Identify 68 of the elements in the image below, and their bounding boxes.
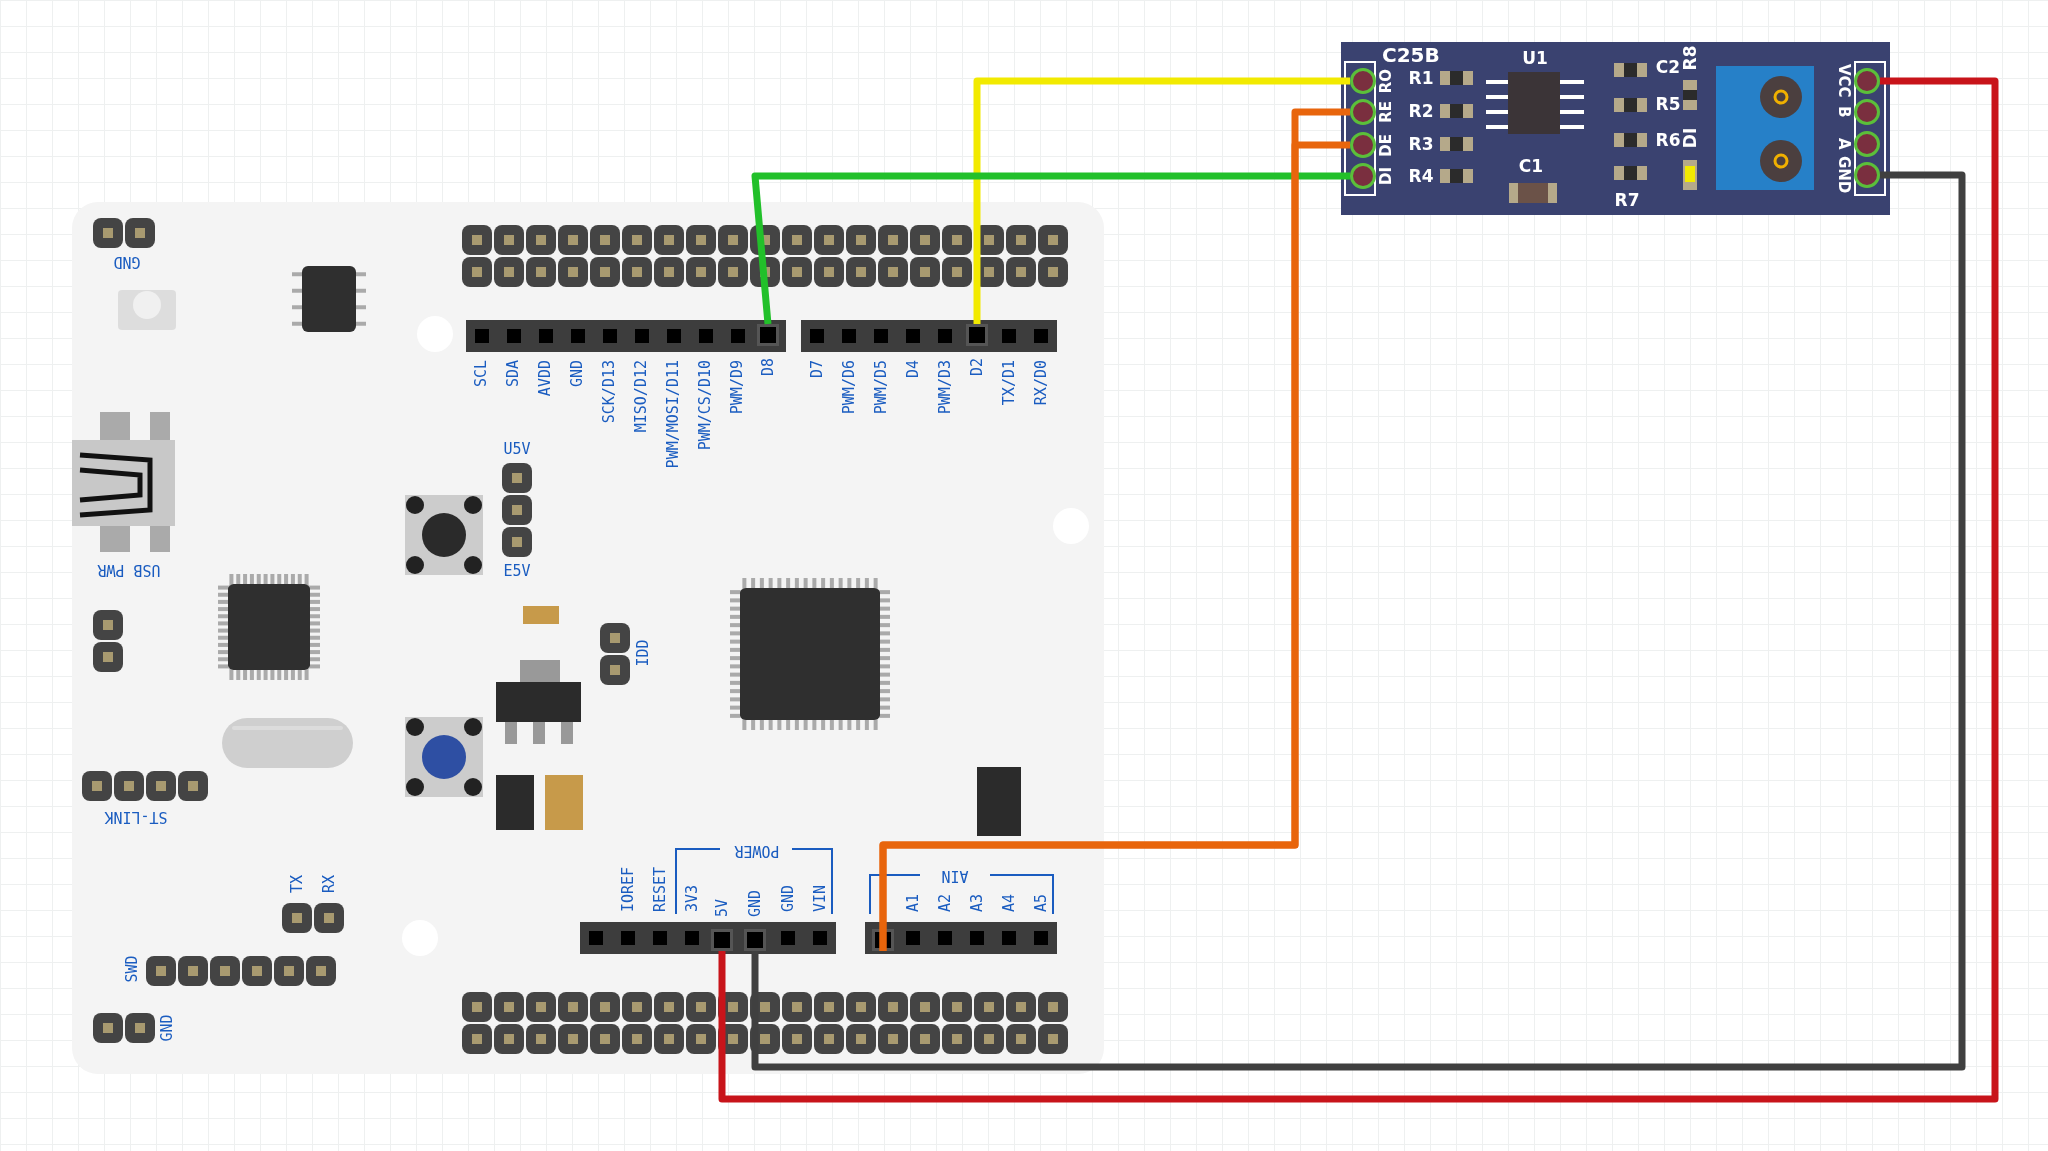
pin-label: RX/D0 [1033,360,1049,406]
pin-label: AIN [941,867,969,883]
component-label: R7 [1614,191,1640,209]
pin-label: D4 [905,360,921,379]
pin-label: MISO/D12 [633,360,649,433]
pin-label: GND [780,884,796,912]
component-label: C1 [1518,157,1544,175]
component-label: R8 [1681,45,1699,71]
component-label: R1 [1408,69,1434,87]
pin-label: D2 [969,358,985,377]
pin-label: 5V [714,898,730,917]
pin-label: A [1836,138,1851,150]
module-board [1341,42,1890,215]
wire [751,171,1966,1071]
circuit-board [72,202,1104,1074]
pin-label: IOREF [620,866,636,912]
component-label: DI [1681,127,1699,149]
pin-label: SWD [124,955,140,983]
pin-label: VCC [1836,64,1851,98]
pin-label: AVDD [537,360,553,397]
pin-label: RX [321,874,337,894]
pin-label: VIN [812,884,828,912]
component-label: U1 [1522,49,1548,67]
pin-label: PWM/MOSI/D11 [665,360,681,469]
pin-label: B [1836,106,1851,118]
pin-label: SDA [505,360,521,388]
pin-label: A3 [969,893,985,912]
pin-label: GND [1836,156,1851,194]
pin-label: GND [159,1014,175,1042]
pin-label: ST-LINK [104,808,168,824]
wire [751,172,1350,325]
component-label: R6 [1655,131,1681,149]
component-label: R2 [1408,102,1434,120]
pin-label: SCK/D13 [601,360,617,424]
pin-label: SCL [473,360,489,388]
board-title: C25B [1382,45,1440,65]
pin-label: U5V [503,441,531,457]
pin-label: GND [113,253,141,269]
pin-label: TX/D1 [1001,360,1017,406]
component-label: C2 [1655,58,1681,76]
pin-label: GND [747,889,763,917]
pin-label: RESET [652,866,668,912]
component-label: R4 [1408,167,1434,185]
pin-label: A2 [937,893,953,912]
pin-label: A4 [1001,893,1017,912]
pin-label: 3V3 [684,884,700,912]
pin-label: RO [1379,68,1394,94]
pin-label: PWM/D9 [729,360,745,415]
pin-label: A1 [905,893,921,912]
pin-label: PWM/D6 [841,360,857,415]
pin-label: D7 [809,360,825,379]
pin-label: A5 [1033,893,1049,912]
pin-label: POWER [734,842,780,858]
component-label: R3 [1408,135,1434,153]
component-label: R5 [1655,95,1681,113]
pin-label: D8 [760,358,776,377]
pin-label: DE [1379,133,1394,157]
pin-label: USB PWR [97,561,161,577]
pin-label: PWM/D3 [937,360,953,415]
pin-label: TX [289,874,305,894]
pin-label: GND [569,360,585,388]
pin-label: DI [1379,166,1394,185]
pin-label: E5V [503,563,531,579]
pin-label: PWM/D5 [873,360,889,415]
wire [718,77,1999,1103]
pin-label: IDD [635,639,651,667]
pin-label: PWM/CS/D10 [697,360,713,451]
pin-label: RE [1379,101,1394,123]
